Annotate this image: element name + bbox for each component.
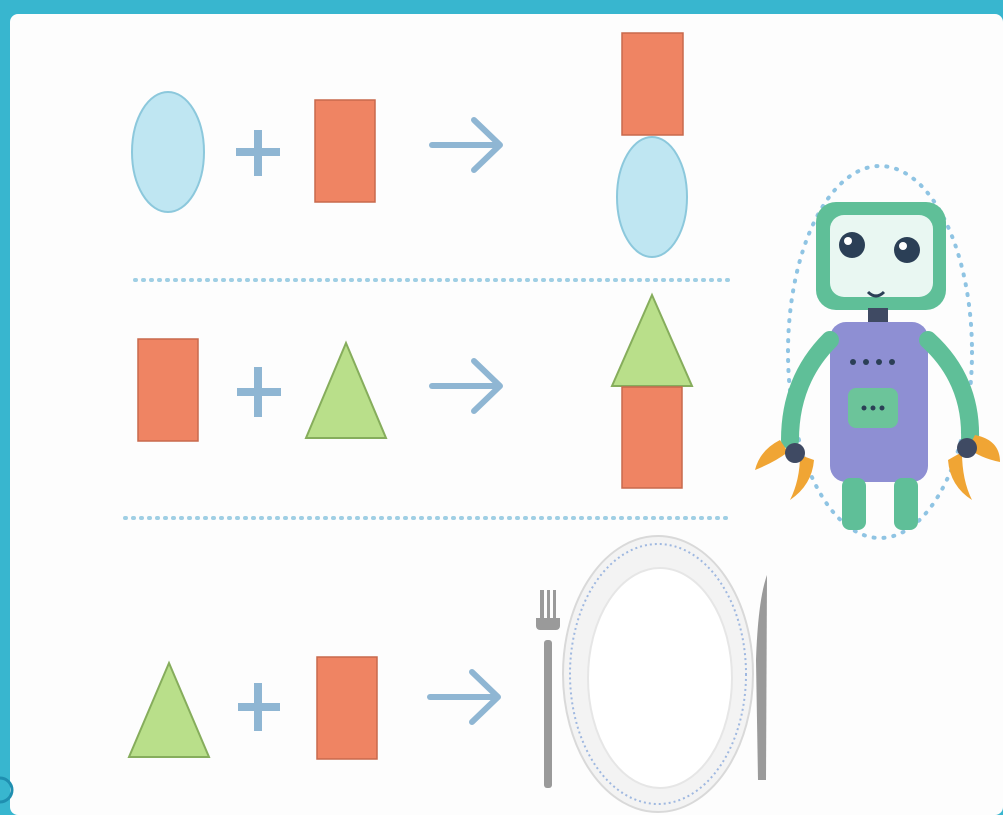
plate-icon [563,536,753,812]
operand-rectangle [317,657,377,759]
operand-rectangle [315,100,375,202]
operand-oval [132,92,204,212]
operand-rectangle [138,339,198,441]
